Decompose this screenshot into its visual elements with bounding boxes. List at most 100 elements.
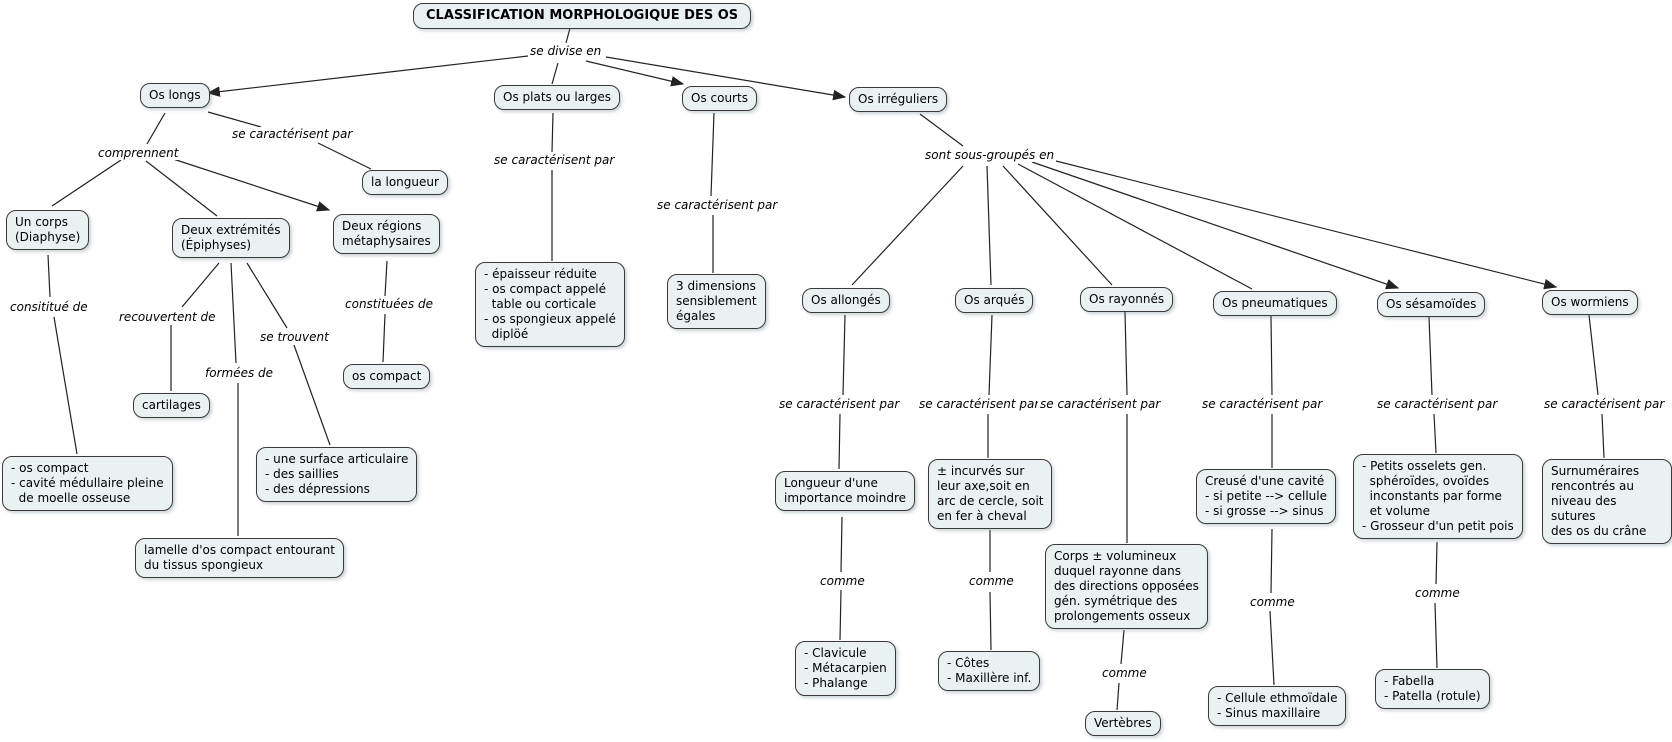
node-os-arques[interactable]: Os arqués xyxy=(955,288,1034,313)
edge-irreguliers-sousgroupes xyxy=(919,113,964,147)
edge-col6-a xyxy=(1588,314,1599,396)
arrow-to-os-courts xyxy=(585,60,685,87)
edge-osplats-sclp xyxy=(551,112,554,153)
node-courts-desc[interactable]: 3 dimensions sensiblement égales xyxy=(667,274,766,329)
edge-col4-d xyxy=(1269,610,1275,686)
edge-oslongs-comprennent xyxy=(146,112,166,145)
phrase-comme-pneumatiques[interactable]: comme xyxy=(1248,595,1297,609)
edge-col5-a xyxy=(1428,316,1433,396)
arrow-to-os-sesamoides xyxy=(1031,161,1400,290)
phrase-sclp-arques[interactable]: se caractérisent par xyxy=(917,397,1042,411)
edge-col2-a xyxy=(988,314,993,396)
arrow-to-deux-regions xyxy=(169,157,331,212)
edge-col2-d xyxy=(989,591,992,651)
edge-col1-a xyxy=(842,314,846,396)
phrase-sclp-os-longs[interactable]: se caractérisent par xyxy=(230,127,355,141)
node-deux-extremites[interactable]: Deux extrémités (Épiphyses) xyxy=(172,218,290,258)
edge-col5-b xyxy=(1433,413,1437,454)
node-os-plats[interactable]: Os plats ou larges xyxy=(494,85,621,110)
phrase-se-divise-en[interactable]: se divise en xyxy=(528,44,604,58)
node-wormiens-desc[interactable]: Surnuméraires rencontrés au niveau des s… xyxy=(1542,459,1672,544)
node-os-wormiens[interactable]: Os wormiens xyxy=(1542,290,1638,315)
phrase-constituees-de[interactable]: constituées de xyxy=(343,297,435,311)
node-os-sesamoides[interactable]: Os sésamoïdes xyxy=(1377,292,1486,317)
node-os-pneumatiques[interactable]: Os pneumatiques xyxy=(1213,291,1337,316)
node-sesamoides-desc[interactable]: - Petits osselets gen. sphéroïdes, ovoïd… xyxy=(1353,454,1523,539)
edge-uncorps-consititue xyxy=(47,254,51,298)
edge-col4-c xyxy=(1270,528,1273,594)
edge-oscourts-sclp xyxy=(710,112,715,197)
edge-col5-d xyxy=(1434,602,1438,669)
node-pneumatiques-examples[interactable]: - Cellule ethmoïdale - Sinus maxillaire xyxy=(1208,686,1347,726)
node-rayonnes-examples[interactable]: Vertèbres xyxy=(1085,711,1161,736)
edge-col6-b xyxy=(1601,413,1605,459)
edge-comprennent-uncorps xyxy=(51,159,122,207)
node-rayonnes-desc[interactable]: Corps ± volumineux duquel rayonne dans d… xyxy=(1045,544,1208,629)
node-deux-regions[interactable]: Deux régions métaphysaires xyxy=(333,214,440,254)
edge-col3-a xyxy=(1124,311,1128,396)
phrase-sont-sous-groupes-en[interactable]: sont sous-groupés en xyxy=(923,148,1057,162)
phrase-recouvertent-de[interactable]: recouvertent de xyxy=(117,310,218,324)
edge-col3-c xyxy=(1120,629,1125,665)
edge-col3-d xyxy=(1116,682,1120,711)
phrase-formees-de[interactable]: formées de xyxy=(203,366,276,380)
edge-col5-c xyxy=(1435,541,1438,585)
edge-extremites-setrouvent xyxy=(246,262,288,329)
node-un-corps[interactable]: Un corps (Diaphyse) xyxy=(6,210,90,250)
node-arques-examples[interactable]: - Côtes - Maxillère inf. xyxy=(938,651,1041,691)
arrow-to-os-irreguliers xyxy=(605,56,847,101)
phrase-consititue-de[interactable]: consititué de xyxy=(8,300,90,314)
phrase-sclp-sesamoides[interactable]: se caractérisent par xyxy=(1375,397,1500,411)
phrase-sclp-wormiens[interactable]: se caractérisent par xyxy=(1542,397,1667,411)
phrase-sclp-os-plats[interactable]: se caractérisent par xyxy=(492,153,617,167)
node-plats-desc[interactable]: - épaisseur réduite - os compact appelé … xyxy=(475,262,625,347)
edge-oslongs-sclp xyxy=(207,111,262,128)
phrase-sclp-allonges[interactable]: se caractérisent par xyxy=(777,397,902,411)
edge-comprennent-extremites xyxy=(145,160,218,217)
node-allonges-examples[interactable]: - Clavicule - Métacarpien - Phalange xyxy=(795,641,896,696)
node-cartilages[interactable]: cartilages xyxy=(133,393,210,418)
phrase-comme-rayonnes[interactable]: comme xyxy=(1100,666,1149,680)
node-surface-desc[interactable]: - une surface articulaire - des saillies… xyxy=(256,447,418,502)
phrase-comme-allonges[interactable]: comme xyxy=(818,574,867,588)
node-os-rayonnes[interactable]: Os rayonnés xyxy=(1080,287,1174,312)
node-os-irreguliers[interactable]: Os irréguliers xyxy=(849,87,948,112)
phrase-se-trouvent[interactable]: se trouvent xyxy=(258,330,331,344)
node-os-allonges[interactable]: Os allongés xyxy=(802,288,890,313)
node-pneumatiques-desc[interactable]: Creusé d'une cavité - si petite --> cell… xyxy=(1196,469,1336,524)
edge-col1-b xyxy=(838,413,841,470)
node-la-longueur[interactable]: la longueur xyxy=(362,170,448,195)
node-os-compact[interactable]: os compact xyxy=(343,364,431,389)
arrow-to-os-wormiens xyxy=(1047,158,1558,290)
edge-setrouvent-surface xyxy=(293,344,331,446)
node-lamelle-desc[interactable]: lamelle d'os compact entourant du tissus… xyxy=(135,538,344,578)
node-sesamoides-examples[interactable]: - Fabella - Patella (rotule) xyxy=(1375,669,1490,709)
phrase-comme-sesamoides[interactable]: comme xyxy=(1413,586,1462,600)
edge-col4-a xyxy=(1270,315,1273,396)
edge-sclp-lalongueur xyxy=(317,142,372,170)
edge-fan-arques xyxy=(986,165,992,286)
node-title[interactable]: CLASSIFICATION MORPHOLOGIQUE DES OS xyxy=(413,3,752,29)
edge-extremites-recouvertent xyxy=(181,262,220,308)
node-os-courts[interactable]: Os courts xyxy=(682,86,757,111)
phrase-comme-arques[interactable]: comme xyxy=(967,574,1016,588)
phrase-comprennent[interactable]: comprennent xyxy=(96,146,181,160)
edge-consititue-desc xyxy=(53,316,78,455)
phrase-sclp-pneumatiques[interactable]: se caractérisent par xyxy=(1200,397,1325,411)
edge-fan-pneumatiques xyxy=(1017,163,1253,290)
edge-fan-rayonnes xyxy=(1002,165,1113,286)
edge-title-divise xyxy=(565,27,571,44)
edge-extremites-formees xyxy=(230,262,237,364)
node-allonges-desc[interactable]: Longueur d'une importance moindre xyxy=(775,471,916,511)
edge-col1-d xyxy=(839,589,842,641)
edge-divise-os-plats xyxy=(551,62,559,85)
node-corps-desc[interactable]: - os compact - cavité médullaire pleine … xyxy=(2,456,173,511)
node-os-longs[interactable]: Os longs xyxy=(140,83,210,108)
edge-col1-c xyxy=(840,516,843,573)
edge-fan-allonges xyxy=(851,165,964,286)
node-arques-desc[interactable]: ± incurvés sur leur axe,soit en arc de c… xyxy=(928,459,1053,529)
edge-constituees-oscompact xyxy=(382,313,386,363)
phrase-sclp-rayonnes[interactable]: se caractérisent par xyxy=(1038,397,1163,411)
phrase-sclp-os-courts[interactable]: se caractérisent par xyxy=(655,198,780,212)
